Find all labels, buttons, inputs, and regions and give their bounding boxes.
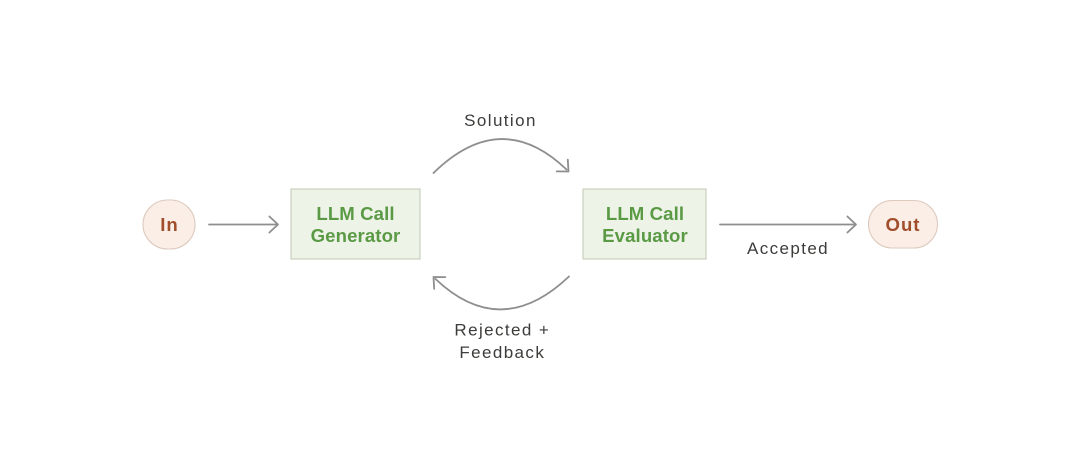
- svg-text:Solution: Solution: [464, 111, 537, 130]
- svg-text:Feedback: Feedback: [459, 343, 545, 362]
- svg-text:Evaluator: Evaluator: [602, 225, 688, 246]
- svg-text:Out: Out: [885, 214, 920, 235]
- svg-text:Accepted: Accepted: [747, 239, 829, 258]
- svg-text:LLM Call: LLM Call: [606, 203, 684, 224]
- svg-text:In: In: [160, 214, 179, 235]
- svg-text:LLM Call: LLM Call: [316, 203, 394, 224]
- svg-text:Rejected +: Rejected +: [454, 321, 550, 340]
- svg-text:Generator: Generator: [311, 225, 401, 246]
